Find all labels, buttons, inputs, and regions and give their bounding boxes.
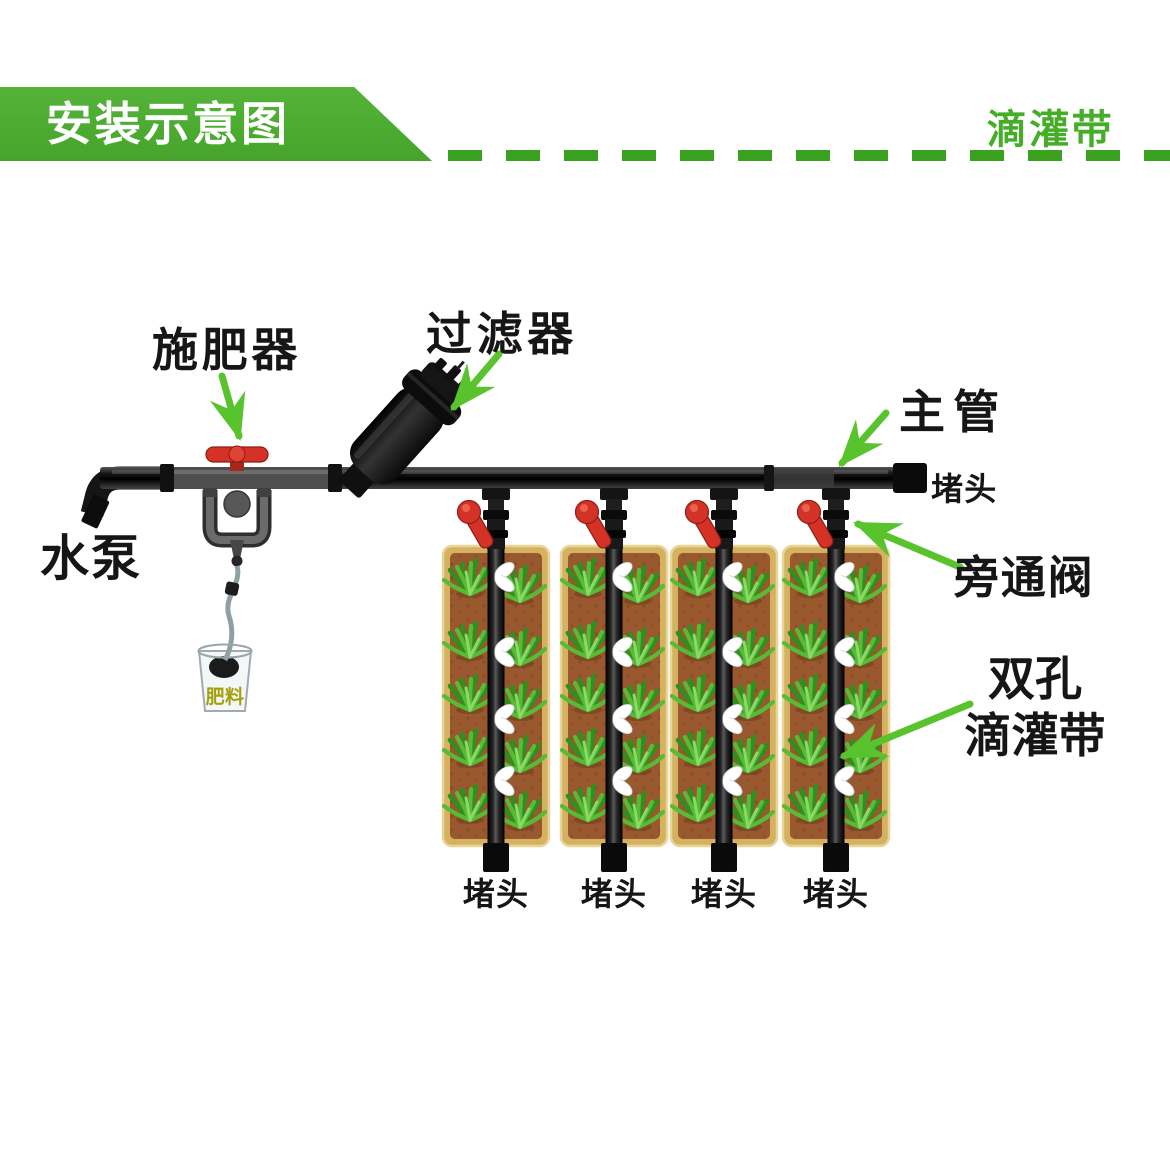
- drip-line: [443, 488, 551, 872]
- drip-lines-group: [443, 488, 891, 872]
- drip-tape: [715, 545, 733, 845]
- main-pipe-end-plug: [893, 463, 927, 493]
- line-end-plug: [483, 843, 509, 872]
- title-banner: 安装示意图: [0, 87, 432, 161]
- drip-tape-label: 双孔 滴灌带: [950, 650, 1120, 765]
- arrow-filter: [450, 350, 503, 412]
- arrow-fertilizer-injector: [209, 372, 246, 442]
- drip-tape: [487, 545, 505, 845]
- line-end-plug-label: 堵头: [802, 876, 870, 912]
- bypass-valve: [710, 488, 738, 500]
- fertilizer-bucket-label: 肥料: [205, 687, 245, 708]
- callout-arrows: [209, 350, 974, 760]
- main-pipe: [100, 464, 897, 492]
- bypass-valve-knob: [456, 499, 482, 525]
- fertilizer-injector: [197, 445, 272, 712]
- drip-tape: [605, 545, 623, 845]
- drip-tape-label-line1: 双孔: [988, 652, 1082, 705]
- bypass-valve-knob: [796, 499, 822, 525]
- bypass-valve: [600, 488, 628, 500]
- line-end-plug-label: 堵头: [690, 876, 758, 912]
- drip-tape: [827, 545, 845, 845]
- dashed-divider: [448, 150, 1170, 161]
- drip-line: [671, 488, 779, 872]
- water-pump-label: 水泵: [40, 532, 142, 586]
- filter-label: 过滤器: [426, 308, 578, 360]
- main-pipe-label: 主管: [899, 386, 1008, 438]
- drip-line: [783, 488, 891, 872]
- line-end-plug: [823, 843, 849, 872]
- arrow-main-pipe: [838, 409, 890, 467]
- arrow-drip-tape: [839, 700, 974, 760]
- suction-tube: [222, 565, 241, 662]
- line-end-plug: [711, 843, 737, 872]
- bypass-valve: [822, 488, 850, 500]
- arrow-bypass-valve: [853, 520, 964, 571]
- bypass-valve-knob: [684, 499, 710, 525]
- page-title: 安装示意图: [46, 98, 290, 150]
- suction-strainer: [209, 656, 239, 678]
- line-end-plug-label: 堵头: [462, 876, 530, 912]
- bypass-valve: [482, 488, 510, 500]
- injector-valve-stem: [230, 461, 244, 471]
- bypass-valve-knob: [574, 499, 600, 525]
- line-end-plug-label: 堵头: [580, 876, 648, 912]
- fertilizer-injector-label: 施肥器: [152, 324, 302, 376]
- bypass-valve-label: 旁通阀: [954, 552, 1095, 603]
- product-tag: 滴灌带: [986, 108, 1114, 152]
- drip-line: [561, 488, 669, 872]
- drip-tape-label-line2: 滴灌带: [964, 709, 1106, 763]
- main-end-plug-label: 堵头: [931, 471, 998, 507]
- line-end-plug: [601, 843, 627, 872]
